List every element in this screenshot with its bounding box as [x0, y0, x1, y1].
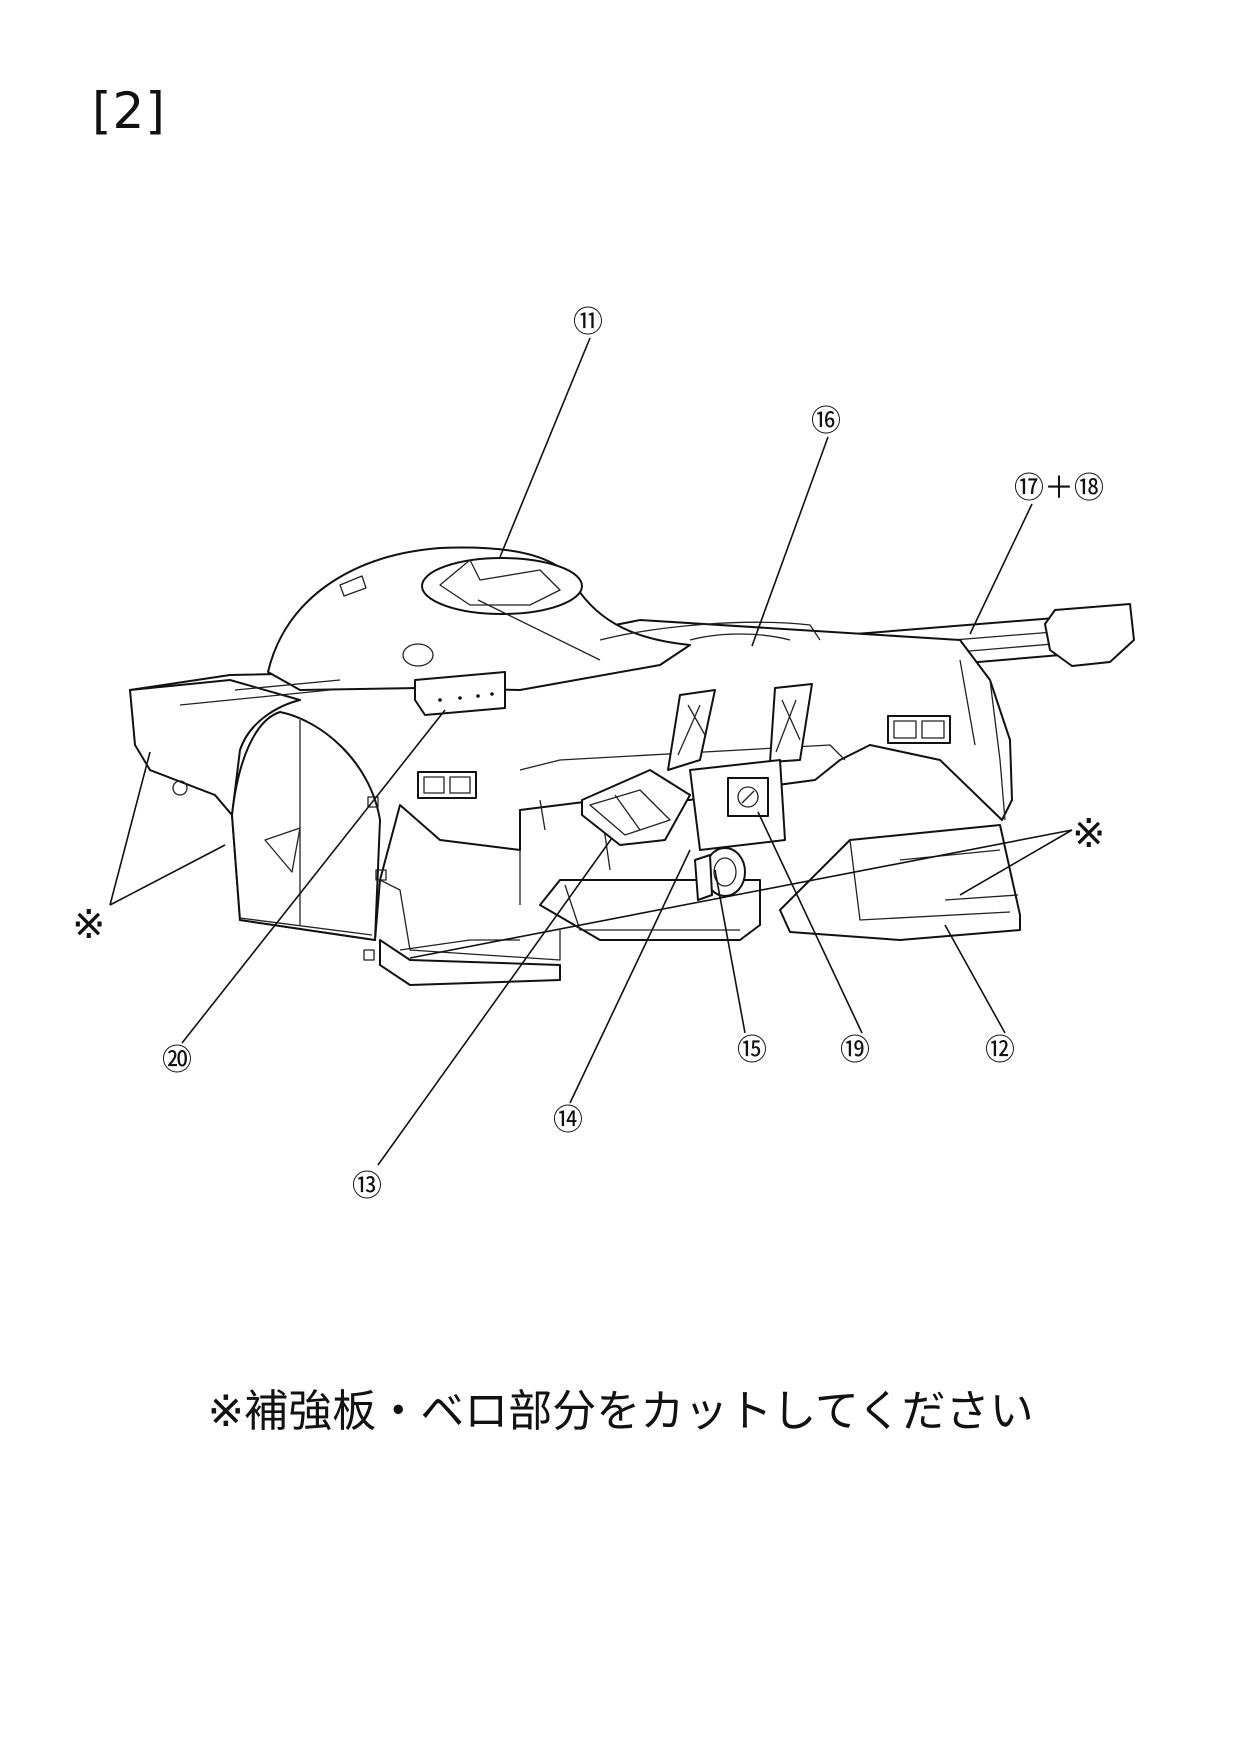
note-left-leader-b [109, 844, 226, 906]
callout-15: ⑮ [737, 1033, 767, 1068]
note-right-leader-a [959, 829, 1073, 896]
callout-16: ⑯ [811, 404, 841, 439]
callout-11: ⑪ [573, 305, 603, 340]
callout-19: ⑲ [840, 1033, 870, 1068]
step-title: [2] [92, 82, 166, 140]
leader-19 [757, 811, 863, 1034]
callout-14: ⑭ [553, 1103, 583, 1138]
callout-12: ⑫ [985, 1033, 1015, 1068]
callout-17-18: ⑰＋⑱ [1014, 471, 1104, 506]
leader-17-18 [969, 503, 1033, 635]
leader-16 [751, 436, 829, 647]
leader-14 [569, 849, 691, 1104]
leader-20 [181, 709, 446, 1044]
leader-11 [499, 337, 591, 558]
leader-13 [377, 837, 613, 1166]
canopy-shape [267, 546, 691, 691]
cutting-instruction-note: ※補強板・ベロ部分をカットしてください [207, 1386, 1034, 1437]
car-body-drawing [109, 337, 1135, 1166]
note-left-leader-a [109, 751, 151, 906]
note-right-leader-b [409, 829, 1073, 959]
leader-15 [714, 869, 746, 1034]
note-mark-right: ※ [1072, 811, 1106, 857]
rear-subframe-drawing [581, 683, 813, 901]
callout-20: ⑳ [162, 1043, 192, 1078]
leader-12 [944, 924, 1006, 1034]
callout-13: ⑬ [352, 1169, 382, 1204]
note-mark-left: ※ [72, 902, 106, 948]
right-floor-plate [779, 824, 1021, 941]
